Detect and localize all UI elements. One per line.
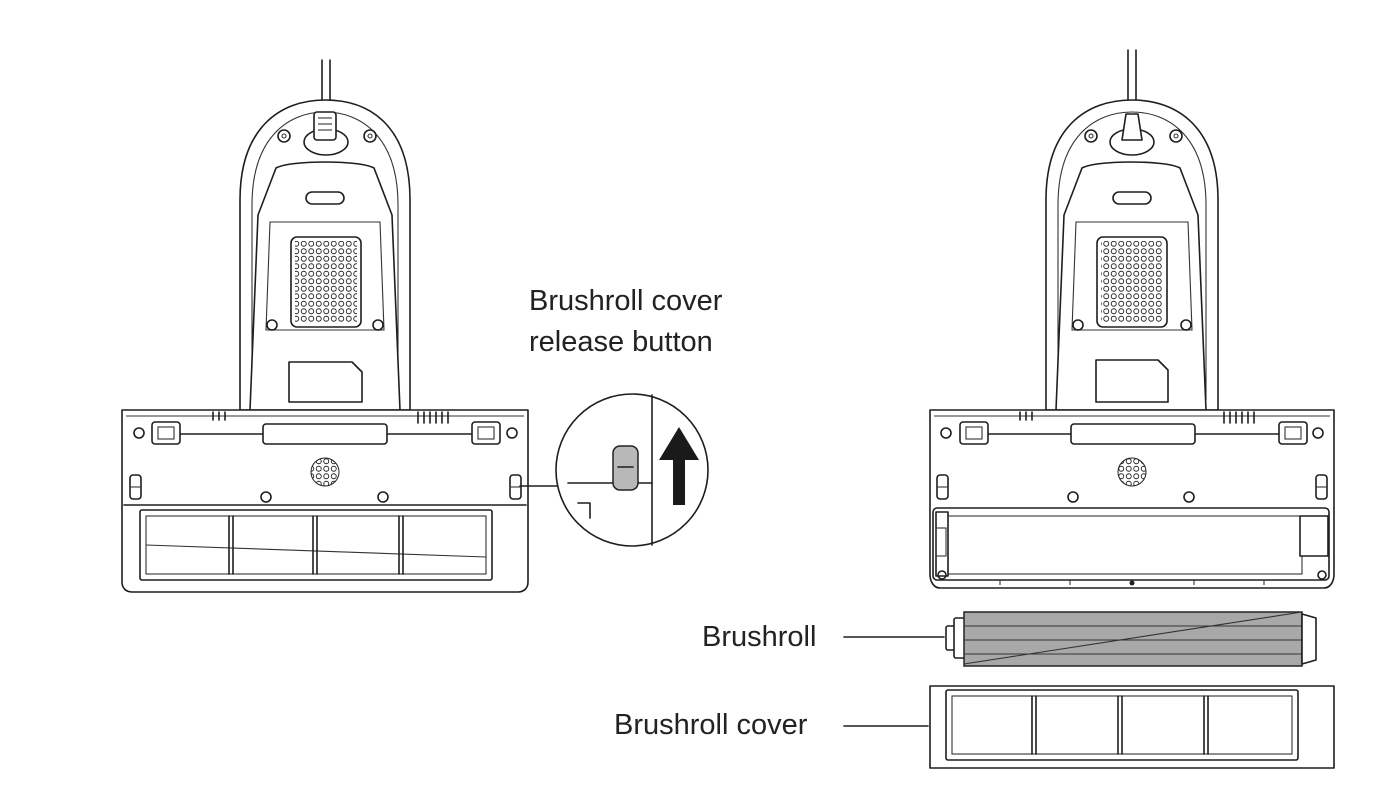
brushroll-cover-label: Brushroll cover bbox=[614, 709, 808, 741]
left-vacuum-head bbox=[121, 59, 579, 593]
up-arrow-icon bbox=[659, 427, 699, 505]
release-button-label-line1: Brushroll cover bbox=[529, 285, 723, 317]
release-button bbox=[612, 445, 639, 491]
release-button-zoom bbox=[555, 393, 709, 547]
brushroll-cover-part bbox=[843, 685, 1335, 769]
brushroll-part bbox=[843, 611, 1317, 667]
brushroll-label: Brushroll bbox=[702, 621, 817, 653]
release-button-label: Brushroll cover release button bbox=[529, 281, 722, 363]
right-vacuum-head bbox=[929, 49, 1335, 589]
release-button-label-line2: release button bbox=[529, 326, 713, 358]
